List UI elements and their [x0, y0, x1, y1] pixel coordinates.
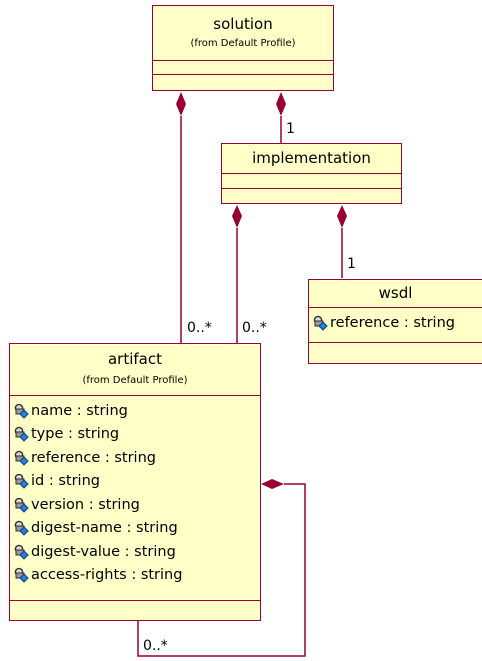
attribute-text: access-rights : string — [31, 567, 183, 584]
attribute-text: digest-value : string — [31, 543, 176, 560]
artifact-attribute-row[interactable]: access-rights : string — [13, 564, 260, 588]
lock-key-attribute-icon — [13, 544, 31, 560]
implementation-artifact-multiplicity: 0..* — [242, 320, 267, 336]
artifact-attribute-row[interactable]: version : string — [13, 493, 260, 517]
artifact-class[interactable]: artifact (from Default Profile) name : s… — [9, 343, 261, 621]
wsdl-attributes-divider — [309, 307, 482, 308]
solution-class-stereotype: (from Default Profile) — [190, 38, 296, 49]
lock-key-attribute-icon — [13, 497, 31, 513]
implementation-artifact-composition-diamond — [232, 205, 242, 228]
solution-class[interactable]: solution (from Default Profile) — [152, 5, 334, 91]
wsdl-class-header: wsdl — [309, 280, 482, 302]
solution-attributes-divider — [153, 60, 333, 61]
attribute-text: id : string — [31, 473, 100, 490]
solution-class-name: solution — [213, 15, 273, 33]
lock-key-attribute-icon — [13, 403, 31, 419]
lock-key-attribute-icon — [13, 426, 31, 442]
wsdl-class-name: wsdl — [378, 284, 413, 302]
artifact-attribute-row[interactable]: id : string — [13, 470, 260, 494]
lock-key-attribute-icon — [13, 520, 31, 536]
artifact-self-composition-diamond — [261, 479, 284, 489]
artifact-class-stereotype: (from Default Profile) — [82, 375, 188, 386]
artifact-self-multiplicity: 0..* — [143, 638, 168, 654]
lock-key-attribute-icon — [312, 315, 330, 331]
attribute-text: reference : string — [330, 314, 455, 331]
artifact-attribute-row[interactable]: name : string — [13, 399, 260, 423]
artifact-attribute-list: name : string type : string reference : … — [13, 399, 260, 587]
lock-key-attribute-icon — [13, 567, 31, 583]
artifact-attribute-row[interactable]: type : string — [13, 423, 260, 447]
artifact-attribute-row[interactable]: reference : string — [13, 446, 260, 470]
attribute-text: version : string — [31, 496, 140, 513]
wsdl-attribute-list: reference : string — [312, 311, 482, 335]
solution-implementation-multiplicity: 1 — [286, 121, 295, 137]
solution-artifact-composition-diamond — [176, 92, 186, 116]
implementation-class[interactable]: implementation — [221, 143, 402, 204]
lock-key-attribute-icon — [13, 450, 31, 466]
implementation-class-name: implementation — [252, 149, 371, 167]
implementation-class-header: implementation — [222, 144, 401, 167]
implementation-operations-divider — [222, 188, 401, 189]
artifact-attributes-divider — [10, 395, 260, 396]
attribute-text: reference : string — [31, 449, 156, 466]
artifact-attribute-row[interactable]: digest-name : string — [13, 517, 260, 541]
solution-implementation-composition-diamond — [276, 92, 286, 116]
attribute-text: type : string — [31, 426, 120, 443]
artifact-attribute-row[interactable]: digest-value : string — [13, 540, 260, 564]
attribute-text: name : string — [31, 402, 128, 419]
implementation-attributes-divider — [222, 173, 401, 174]
lock-key-attribute-icon — [13, 473, 31, 489]
artifact-class-name: artifact — [107, 350, 162, 368]
artifact-class-header: artifact (from Default Profile) — [10, 344, 260, 388]
solution-class-header: solution (from Default Profile) — [153, 6, 333, 51]
attribute-text: digest-name : string — [31, 520, 178, 537]
artifact-self-association-line — [137, 483, 306, 657]
wsdl-attribute-row[interactable]: reference : string — [312, 311, 482, 335]
wsdl-operations-divider — [309, 342, 482, 343]
artifact-operations-divider — [10, 600, 260, 601]
implementation-wsdl-composition-diamond — [337, 205, 347, 228]
implementation-wsdl-multiplicity: 1 — [347, 256, 356, 272]
wsdl-class[interactable]: wsdl reference : string — [308, 279, 482, 364]
solution-artifact-multiplicity: 0..* — [187, 320, 212, 336]
solution-operations-divider — [153, 74, 333, 75]
